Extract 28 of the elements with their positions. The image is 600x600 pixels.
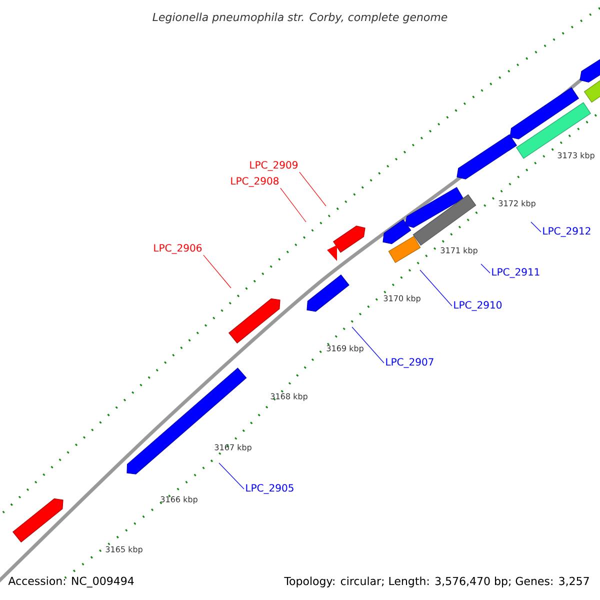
- tick-label: 3172 kbp: [498, 200, 536, 208]
- tick-label: 3169 kbp: [326, 345, 364, 353]
- tick-label: 3167 kbp: [214, 444, 252, 452]
- footer-text: Topology: circular; Length: 3,576,470 bp; Genes: 3,257: [284, 576, 589, 588]
- title: Legionella pneumophila str. Corby, complete genome: [152, 12, 448, 24]
- footer-text: Accession: NC_009494: [8, 576, 134, 588]
- leader-line: [218, 462, 244, 490]
- tick-label: 3165 kbp: [106, 546, 142, 554]
- tick-label: 3173 kbp: [558, 152, 594, 160]
- leader-line: [420, 270, 452, 306]
- leader-line: [280, 188, 306, 222]
- tick-label: 3171 kbp: [440, 247, 478, 255]
- tick-label: 3170 kbp: [384, 295, 420, 303]
- gene-label: LPC_2910: [454, 301, 502, 311]
- tick-label: 3168 kbp: [270, 393, 308, 401]
- leader-line: [480, 264, 490, 274]
- gene-label: LPC_2908: [231, 177, 279, 187]
- gene-label: LPC_2906: [154, 244, 202, 254]
- leader-line: [203, 254, 232, 288]
- gene-label: LPC_2907: [386, 358, 434, 368]
- gene-label: LPC_2912: [543, 227, 590, 237]
- leader-line: [299, 172, 326, 206]
- leader-line: [352, 326, 384, 364]
- leader-line: [530, 222, 542, 232]
- gene-label: LPC_2909: [250, 161, 298, 171]
- tick-label: 3166 kbp: [160, 496, 198, 504]
- gene-label: LPC_2911: [492, 268, 540, 278]
- gene-label: LPC_2905: [246, 484, 294, 494]
